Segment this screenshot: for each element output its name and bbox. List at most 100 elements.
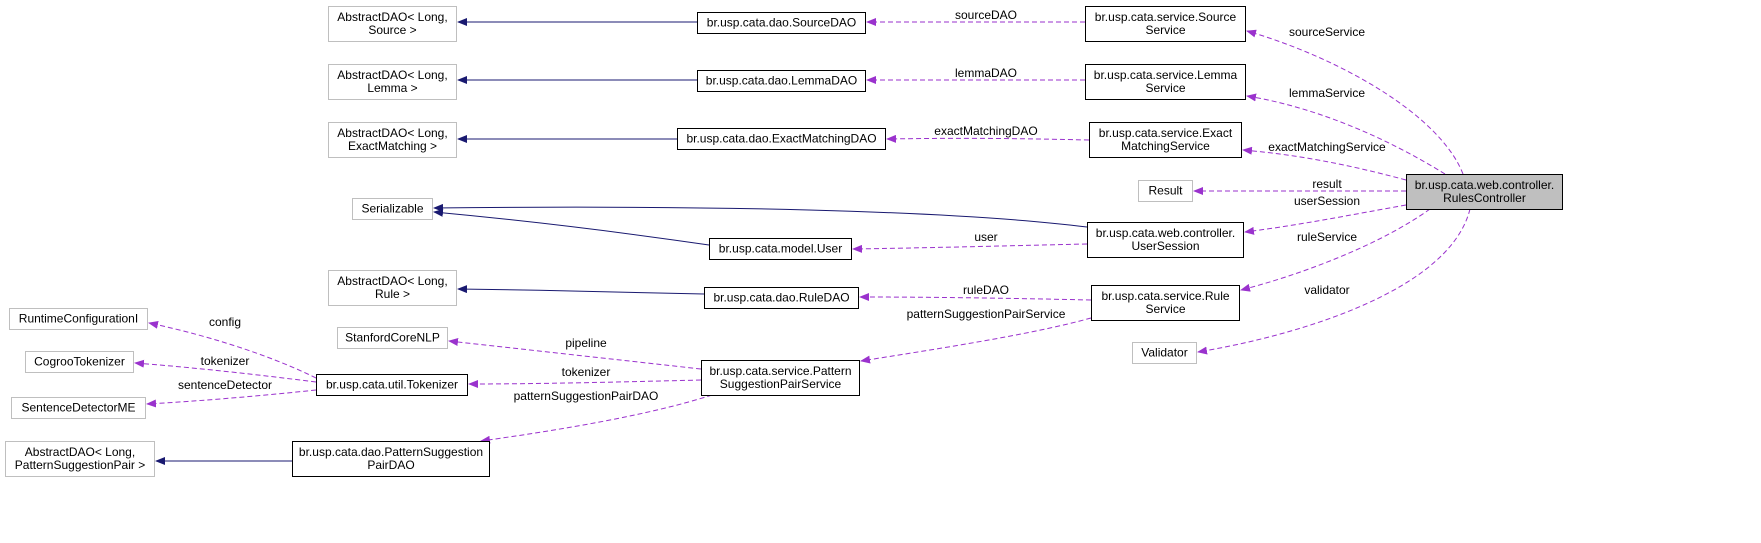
node-box (697, 12, 866, 34)
node-label: Source > (368, 23, 416, 37)
usage-edge-e-tokenizer (468, 379, 702, 388)
inheritance-edge-i-serial-session (433, 203, 1088, 228)
node-label: PairDAO (367, 458, 414, 472)
edge-label-e-rule-service: ruleService (1297, 230, 1357, 244)
node-label: StanfordCoreNLP (345, 331, 440, 345)
edge-label-e-cogroo: tokenizer (201, 354, 250, 368)
usage-edge-e-pattern-dao (480, 394, 713, 444)
edge-label-e-pattern-dao: patternSuggestionPairDAO (514, 389, 659, 403)
node-box (1406, 174, 1563, 210)
node-box (1085, 6, 1246, 42)
class-node-rule-dao[interactable]: br.usp.cata.dao.RuleDAO (704, 287, 859, 309)
class-node-abstract-source: AbstractDAO< Long,Source > (328, 6, 457, 42)
class-node-sentence-detector: SentenceDetectorME (11, 397, 146, 419)
usage-edge-e-config (148, 320, 317, 379)
node-label: SuggestionPairService (720, 377, 842, 391)
class-node-cogroo: CogrooTokenizer (25, 351, 134, 373)
node-label: Result (1148, 184, 1183, 198)
edge-label-e-tokenizer: tokenizer (562, 365, 611, 379)
class-node-source-dao[interactable]: br.usp.cata.dao.SourceDAO (697, 12, 866, 34)
class-node-user-session[interactable]: br.usp.cata.web.controller.UserSession (1087, 222, 1244, 258)
node-box (337, 327, 448, 349)
node-box (328, 6, 457, 42)
node-label: br.usp.cata.dao.ExactMatchingDAO (686, 132, 876, 146)
node-box (709, 238, 852, 260)
node-box (1138, 180, 1193, 202)
edge-label-e-source-dao: sourceDAO (955, 8, 1017, 22)
node-label: AbstractDAO< Long, (337, 68, 447, 82)
edge-label-e-user: user (974, 230, 997, 244)
node-label: Service (1145, 81, 1185, 95)
edge-label-layer: sourceService lemmaService exactMatchingSe… (178, 8, 1386, 403)
node-box (352, 198, 433, 220)
node-box (5, 441, 155, 477)
usage-edge-e-cogroo (134, 359, 317, 383)
edge-label-e-lemma-service: lemmaService (1289, 86, 1365, 100)
node-label: AbstractDAO< Long, (25, 445, 135, 459)
edge-label-e-rule-dao: ruleDAO (963, 283, 1009, 297)
node-label: br.usp.cata.web.controller. (1096, 226, 1235, 240)
usage-edge-e-user-session (1244, 204, 1407, 235)
node-label: RulesController (1443, 191, 1526, 205)
node-label: Service (1145, 23, 1185, 37)
edge-layer (134, 18, 1471, 465)
usage-edge-e-exact-service (1242, 146, 1407, 181)
usage-edge-e-lemma-service (1246, 93, 1446, 175)
class-node-rules-controller[interactable]: br.usp.cata.web.controller.RulesControll… (1406, 174, 1563, 210)
node-label: UserSession (1131, 239, 1199, 253)
edge-label-e-user-session: userSession (1294, 194, 1360, 208)
class-node-validator: Validator (1132, 342, 1197, 364)
node-box (328, 122, 457, 158)
node-box (9, 308, 148, 330)
node-label: RuntimeConfigurationI (19, 312, 138, 326)
edge-label-e-sentence: sentenceDetector (178, 378, 272, 392)
class-node-result: Result (1138, 180, 1193, 202)
node-label: Rule > (375, 287, 410, 301)
class-node-lemma-dao[interactable]: br.usp.cata.dao.LemmaDAO (697, 70, 866, 92)
node-label: br.usp.cata.model.User (719, 242, 842, 256)
node-box (1087, 222, 1244, 258)
usage-edge-e-user (852, 243, 1088, 253)
node-layer: br.usp.cata.web.controller.RulesControll… (5, 6, 1563, 477)
node-box (25, 351, 134, 373)
class-node-pattern-service[interactable]: br.usp.cata.service.PatternSuggestionPai… (701, 360, 860, 396)
node-label: Serializable (361, 202, 423, 216)
node-label: br.usp.cata.dao.RuleDAO (713, 291, 849, 305)
node-label: br.usp.cata.util.Tokenizer (326, 378, 458, 392)
edge-label-e-source-service: sourceService (1289, 25, 1365, 39)
node-label: br.usp.cata.web.controller. (1415, 178, 1554, 192)
edge-label-e-exact-dao: exactMatchingDAO (934, 124, 1037, 138)
edge-label-e-exact-service: exactMatchingService (1268, 140, 1386, 154)
node-label: ExactMatching > (348, 139, 437, 153)
class-node-abstract-lemma: AbstractDAO< Long,Lemma > (328, 64, 457, 100)
node-box (1089, 122, 1242, 158)
node-box (292, 441, 490, 477)
class-node-model-user[interactable]: br.usp.cata.model.User (709, 238, 852, 260)
node-label: br.usp.cata.service.Pattern (709, 364, 851, 378)
node-box (1085, 64, 1246, 100)
node-label: Service (1145, 302, 1185, 316)
node-box (697, 70, 866, 92)
node-label: MatchingService (1121, 139, 1210, 153)
node-label: br.usp.cata.service.Rule (1101, 289, 1229, 303)
class-node-tokenizer[interactable]: br.usp.cata.util.Tokenizer (316, 374, 468, 396)
class-node-exact-matching-dao[interactable]: br.usp.cata.dao.ExactMatchingDAO (677, 128, 886, 150)
node-box (677, 128, 886, 150)
node-label: AbstractDAO< Long, (337, 126, 447, 140)
node-label: br.usp.cata.service.Lemma (1094, 68, 1238, 82)
node-label: Validator (1141, 346, 1187, 360)
class-node-abstract-rule: AbstractDAO< Long,Rule > (328, 270, 457, 306)
usage-edge-e-source-service (1246, 29, 1464, 175)
node-box (1091, 285, 1240, 321)
node-label: br.usp.cata.dao.SourceDAO (707, 16, 856, 30)
node-label: CogrooTokenizer (34, 355, 125, 369)
usage-edge-e-sentence (146, 389, 317, 408)
usage-edge-e-validator (1197, 208, 1471, 355)
node-box (328, 270, 457, 306)
